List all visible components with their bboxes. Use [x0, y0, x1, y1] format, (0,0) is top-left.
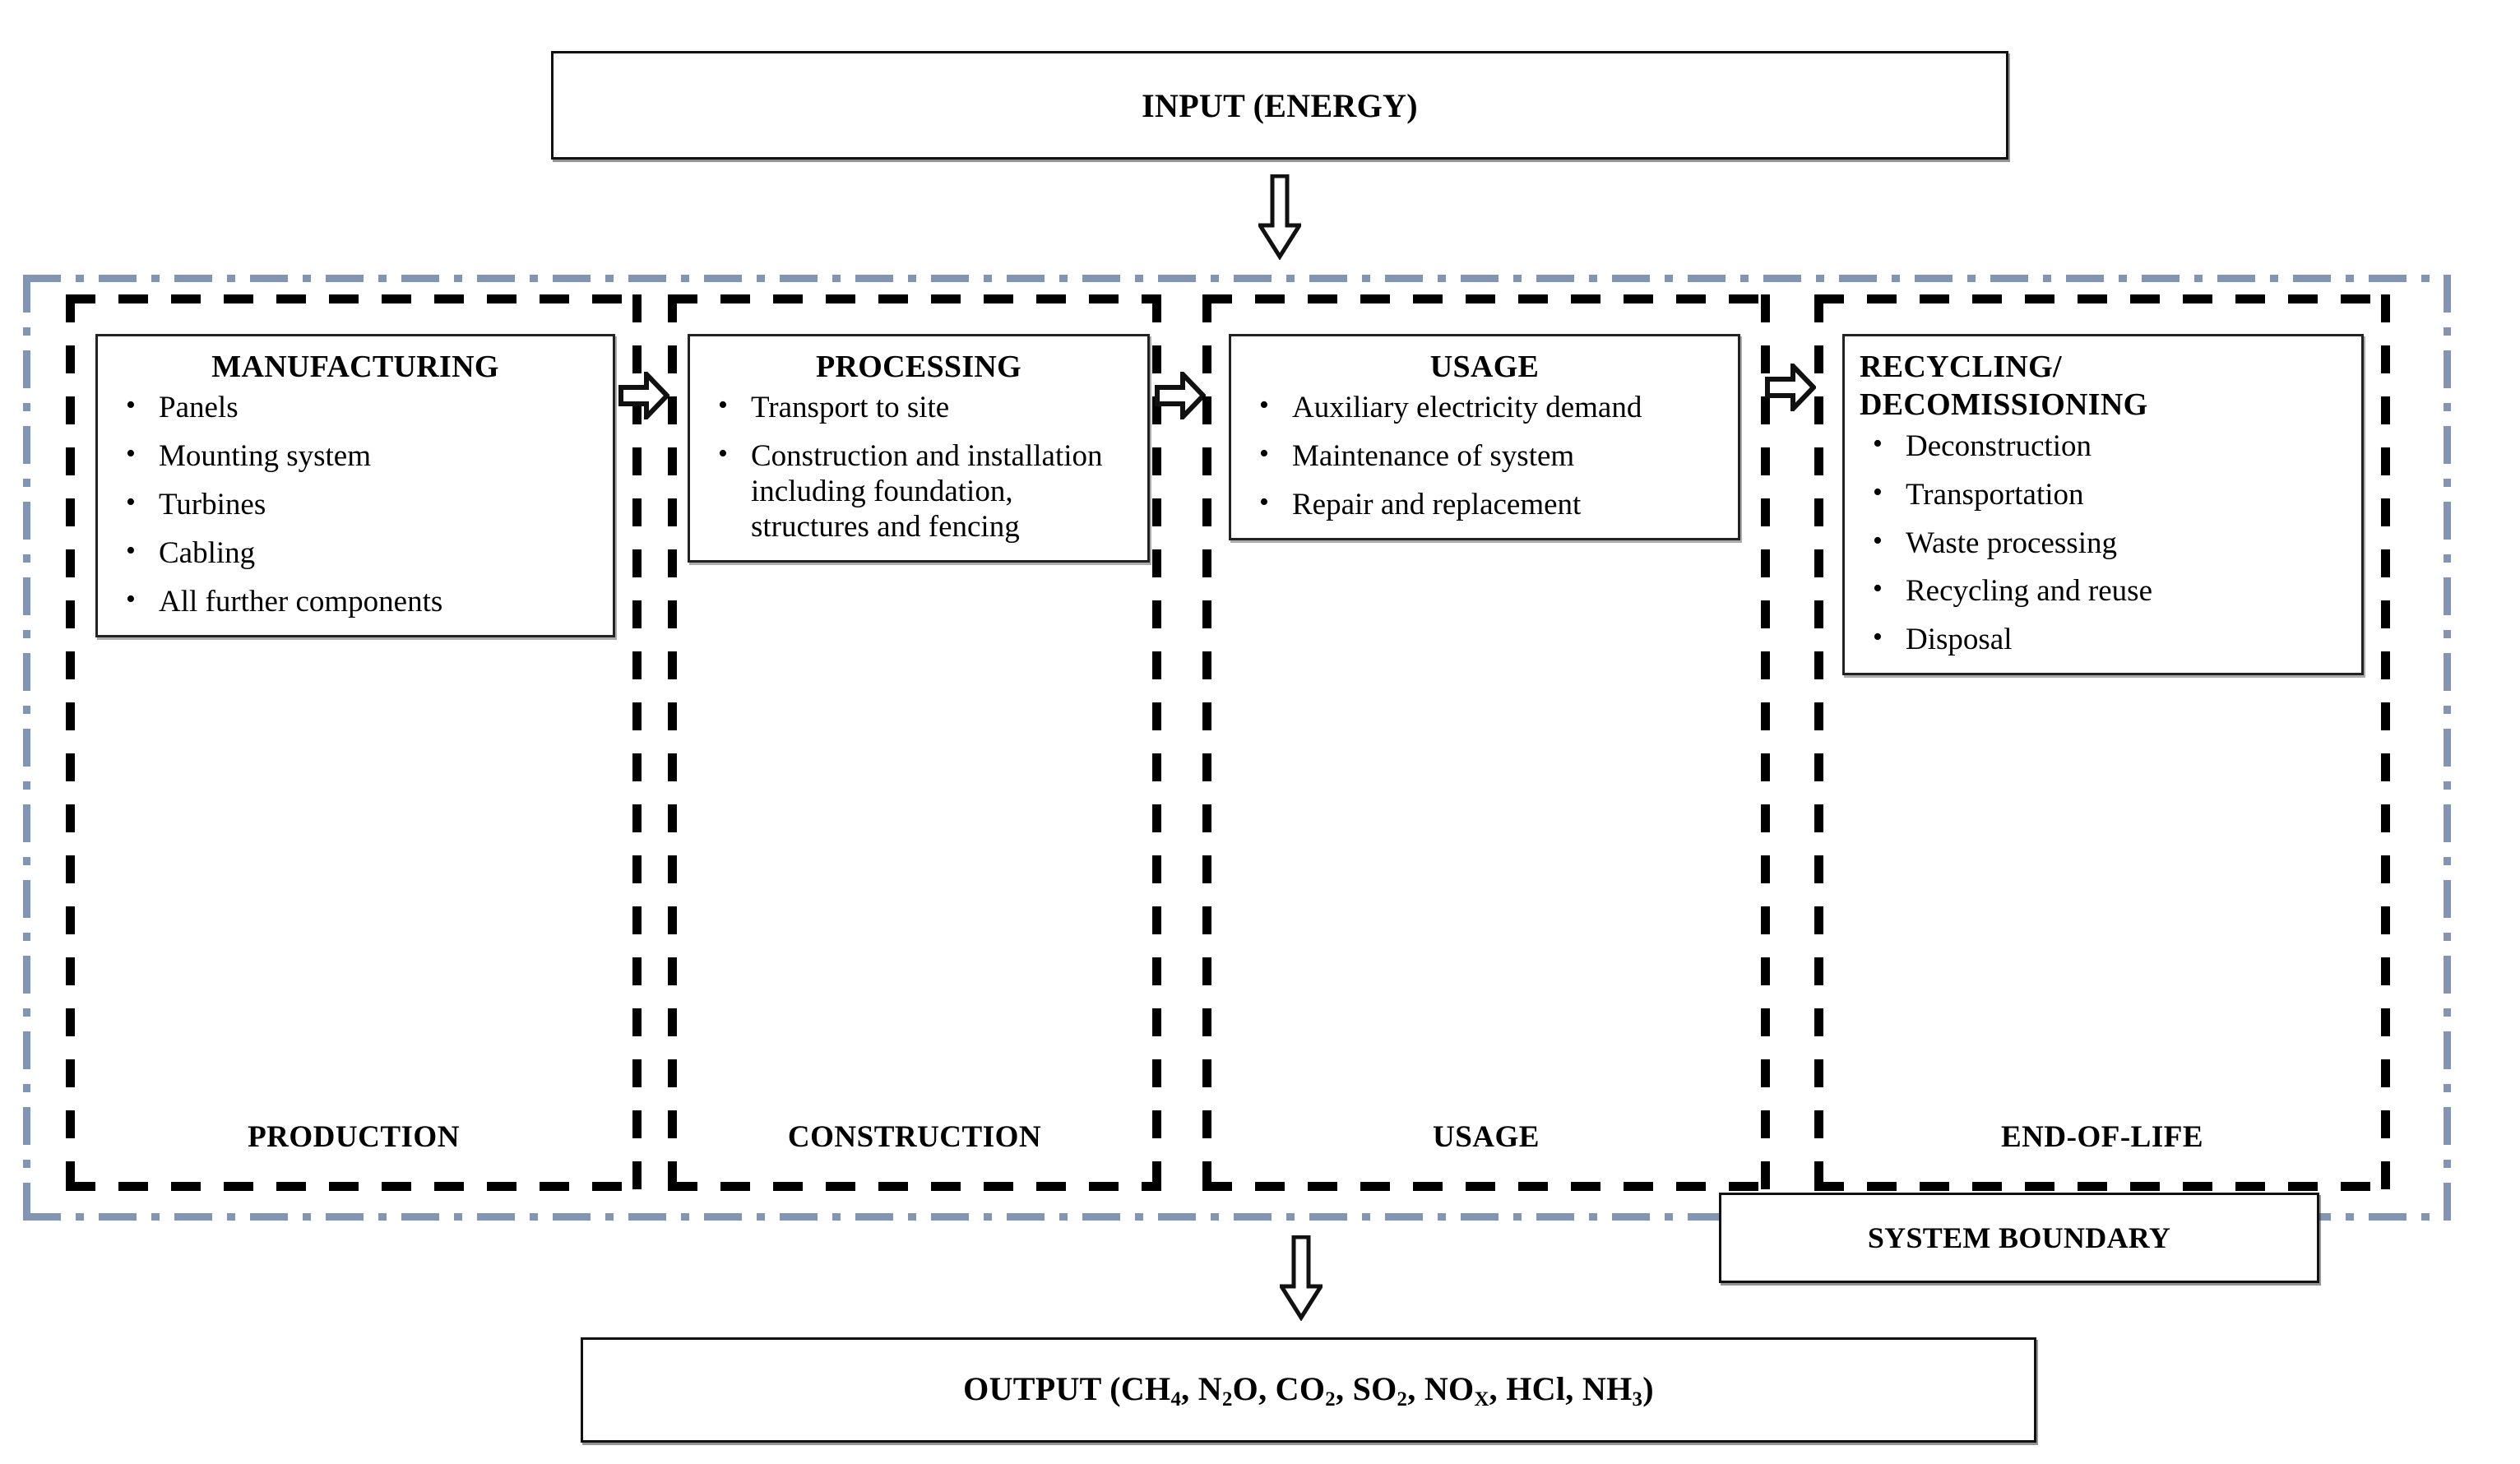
list-item: Disposal: [1873, 621, 2346, 658]
list-item: Recycling and reuse: [1873, 572, 2346, 609]
list-item: Transport to site: [718, 389, 1133, 426]
list-item: Construction and installation including …: [718, 438, 1133, 545]
output-emissions-box: OUTPUT (CH4, N2O, CO2, SO2, NOX, HCl, NH…: [581, 1337, 2036, 1443]
list-item: Repair and replacement: [1259, 486, 1723, 523]
stage-label-usage: USAGE: [1433, 1120, 1540, 1154]
card-list-processing: Transport to site Construction and insta…: [705, 389, 1133, 545]
arrow-right-icon-2: [1155, 368, 1207, 424]
card-title-recycling: RECYCLING/DECOMISSIONING: [1860, 350, 2148, 423]
stage-label-construction: CONSTRUCTION: [787, 1120, 1042, 1154]
stage-column-construction: PROCESSING Transport to site Constructio…: [668, 294, 1161, 1191]
stage-label-production: PRODUCTION: [248, 1120, 460, 1154]
card-manufacturing: MANUFACTURING Panels Mounting system Tur…: [95, 334, 615, 637]
list-item: Waste processing: [1873, 525, 2346, 562]
card-title-usage: USAGE: [1429, 350, 1540, 384]
card-list-recycling: Deconstruction Transportation Waste proc…: [1860, 428, 2346, 659]
list-item: Maintenance of system: [1259, 438, 1723, 475]
list-item: Panels: [126, 389, 598, 426]
input-energy-box: INPUT (ENERGY): [551, 51, 2008, 160]
stage-label-end-of-life: END-OF-LIFE: [2001, 1120, 2203, 1154]
list-item: Turbines: [126, 486, 598, 523]
card-processing: PROCESSING Transport to site Constructio…: [688, 334, 1150, 563]
list-item: Transportation: [1873, 476, 2346, 513]
output-emissions-label: OUTPUT (CH4, N2O, CO2, SO2, NOX, HCl, NH…: [963, 1369, 1654, 1411]
stage-column-production: MANUFACTURING Panels Mounting system Tur…: [66, 294, 642, 1191]
card-usage: USAGE Auxiliary electricity demand Maint…: [1229, 334, 1740, 541]
list-item: Mounting system: [126, 438, 598, 475]
card-list-usage: Auxiliary electricity demand Maintenance…: [1246, 389, 1723, 523]
stage-column-usage: USAGE Auxiliary electricity demand Maint…: [1202, 294, 1770, 1191]
card-title-processing: PROCESSING: [815, 350, 1022, 384]
card-recycling-decomissioning: RECYCLING/DECOMISSIONING Deconstruction …: [1842, 334, 2364, 676]
input-energy-label: INPUT (ENERGY): [1142, 86, 1418, 124]
arrow-down-icon-output: [1277, 1235, 1325, 1322]
arrow-right-icon-1: [618, 368, 671, 424]
system-boundary-callout: SYSTEM BOUNDARY: [1719, 1193, 2319, 1283]
stage-column-end-of-life: RECYCLING/DECOMISSIONING Deconstruction …: [1814, 294, 2390, 1191]
list-item: Cabling: [126, 535, 598, 572]
list-item: Auxiliary electricity demand: [1259, 389, 1723, 426]
arrow-right-icon-3: [1765, 359, 1818, 415]
system-boundary-label: SYSTEM BOUNDARY: [1867, 1221, 2171, 1254]
list-item: Deconstruction: [1873, 428, 2346, 465]
card-list-manufacturing: Panels Mounting system Turbines Cabling …: [113, 389, 598, 620]
arrow-down-icon-input: [1256, 174, 1304, 261]
card-title-manufacturing: MANUFACTURING: [211, 350, 499, 384]
list-item: All further components: [126, 583, 598, 620]
